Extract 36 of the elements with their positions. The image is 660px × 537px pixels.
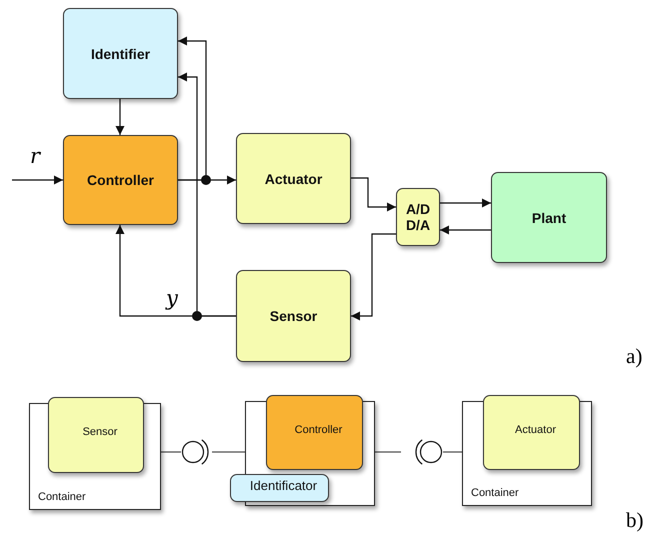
container-label: Container: [38, 491, 86, 503]
sensor-component: [48, 397, 144, 473]
block-label: A/D D/A: [404, 201, 432, 233]
plant-block: [491, 172, 607, 263]
sensor-block: [236, 270, 351, 362]
block-label: Controller: [87, 172, 154, 188]
arrow: [351, 177, 396, 212]
actuator-component: [483, 395, 580, 470]
identifier-block: [63, 8, 178, 99]
block-label: Actuator: [515, 424, 556, 436]
container-label: Container: [471, 487, 519, 499]
block-label: Identifier: [90, 46, 150, 62]
identificator-component: [230, 474, 329, 502]
controller-component: [266, 395, 363, 470]
arrow: [178, 36, 207, 181]
arrow: [12, 176, 63, 184]
panel-label: b): [626, 508, 644, 533]
arrow: [178, 72, 236, 317]
controller-block: [63, 135, 178, 225]
block-label: Actuator: [264, 170, 322, 186]
arrow: [351, 233, 396, 320]
block-label: Identificator: [250, 478, 318, 492]
converter-block: [396, 188, 440, 246]
connector-line: [375, 451, 401, 453]
panel-label: a): [626, 344, 642, 369]
block-label: Plant: [532, 210, 566, 226]
connector-line: [443, 451, 462, 453]
block-label: Sensor: [270, 308, 318, 324]
actuator-block: [236, 133, 351, 224]
connector-line: [212, 451, 245, 453]
connector-line: [161, 451, 181, 453]
block-label: Controller: [294, 424, 342, 436]
arrow: [116, 99, 124, 135]
arrow: [440, 226, 491, 234]
block-label: Sensor: [82, 426, 118, 438]
arrow: [440, 198, 491, 208]
